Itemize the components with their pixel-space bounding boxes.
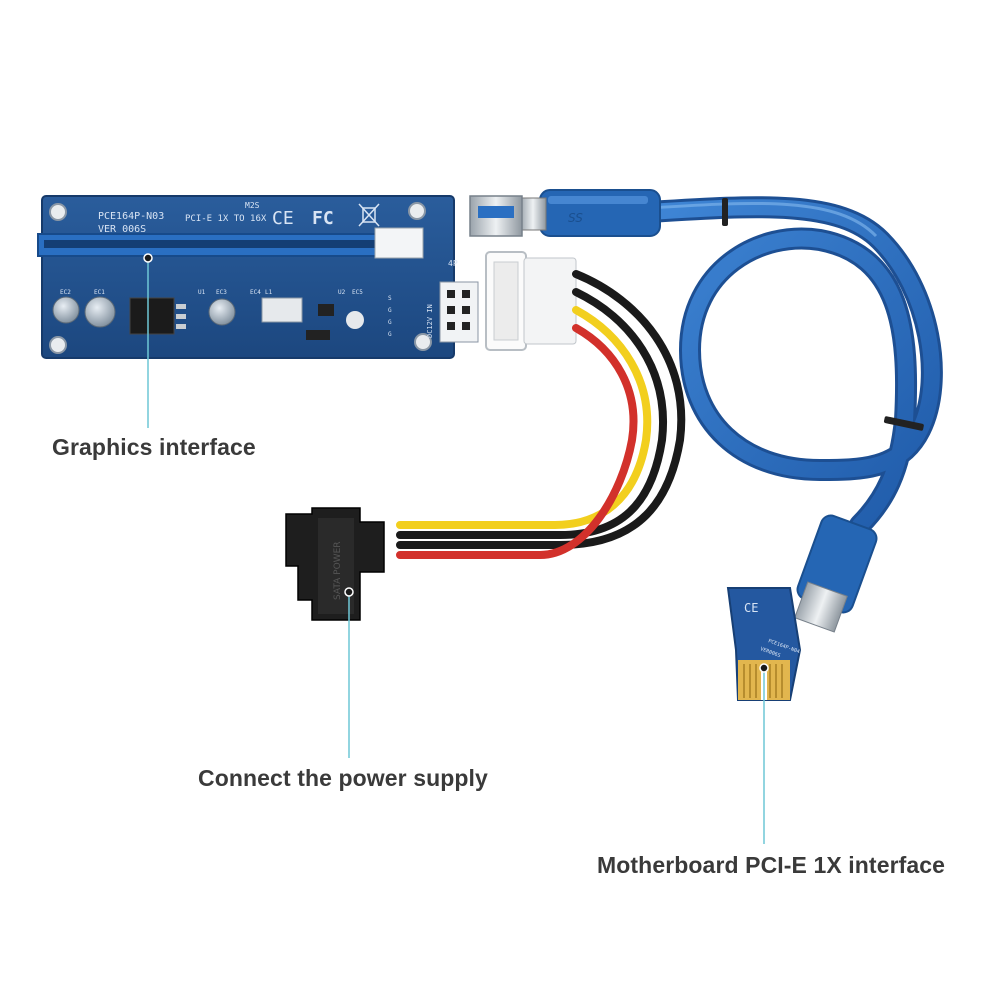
power-wires <box>396 270 686 559</box>
usb-plug-adapter <box>794 514 878 633</box>
caption-power-supply: Connect the power supply <box>198 765 488 791</box>
dc-pin-label: G <box>388 307 392 314</box>
capacitors: EC2 EC1 EC3 EC4 L1 U1 U2 EC5 <box>52 289 363 328</box>
pcie-x1-adapter: CE PCE164P-N04 VER006S <box>726 587 802 701</box>
weee-bin-icon <box>358 203 380 227</box>
leader-dot-graphics <box>143 253 153 263</box>
caption-graphics-interface: Graphics interface <box>52 434 256 460</box>
board-brand-mark: M2S <box>245 201 260 210</box>
molex-connector: 4P <box>448 251 577 351</box>
dc-pin-label: G <box>388 331 392 338</box>
dc-pin-label: S <box>388 295 392 302</box>
pcie-x16-slot <box>37 227 424 259</box>
cap-label: U2 <box>338 289 346 296</box>
cap-label: EC5 <box>352 289 363 296</box>
dc-pin-label: G <box>388 319 392 326</box>
usb-cable <box>639 196 943 536</box>
riser-board: PCE164P-N03 VER 006S PCI-E 1X TO 16X M2S… <box>37 195 577 359</box>
cap-label: EC1 <box>94 289 105 296</box>
sata-label: SATA POWER <box>333 541 343 600</box>
ce-mark-icon: CE <box>272 208 294 229</box>
molex-label: 4P <box>448 259 458 268</box>
dc-input-label: DC12V IN <box>426 304 434 338</box>
fcc-mark-icon: FC <box>312 208 334 229</box>
leader-dot-motherboard <box>759 663 769 673</box>
leader-dot-power <box>344 587 354 597</box>
cap-label: L1 <box>265 289 273 296</box>
leader-lines <box>143 253 769 844</box>
board-version: VER 006S <box>98 224 146 235</box>
board-model: PCE164P-N03 <box>98 211 164 222</box>
adapter-ce-mark-icon: CE <box>744 601 758 615</box>
cap-label: EC4 <box>250 289 261 296</box>
caption-motherboard-interface: Motherboard PCI-E 1X interface <box>597 852 946 878</box>
svg-text:SS: SS <box>568 211 583 225</box>
cap-label: EC3 <box>216 289 227 296</box>
board-spec: PCI-E 1X TO 16X <box>185 214 267 224</box>
dc12v-header: DC12V IN S G G G <box>388 281 479 343</box>
cap-label: EC2 <box>60 289 71 296</box>
sata-power-connector: SATA POWER <box>285 507 385 621</box>
cap-label: U1 <box>198 289 206 296</box>
usb-plug-board: SS <box>519 189 661 237</box>
